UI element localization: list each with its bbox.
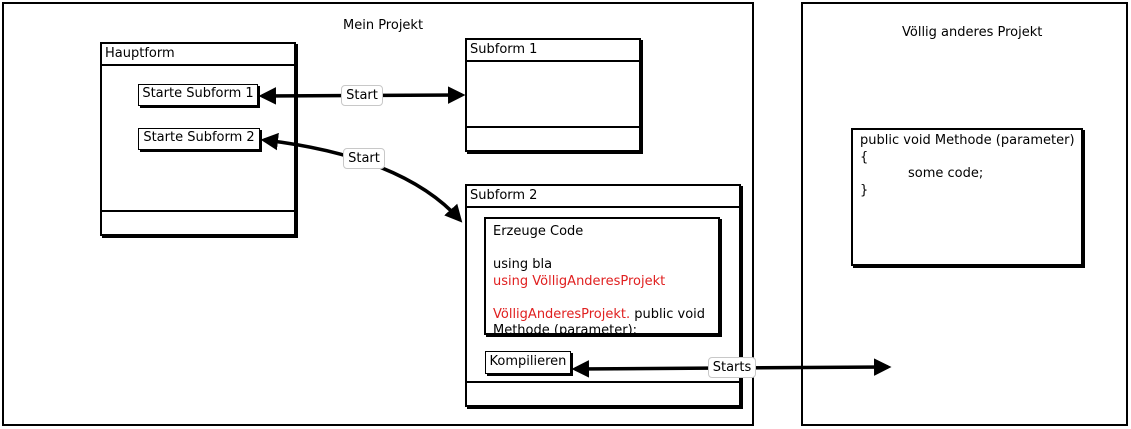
subform-1-window: Subform 1 — [465, 38, 641, 152]
starte-subform-2-button[interactable]: Starte Subform 2 — [138, 128, 260, 150]
hauptform-footer — [102, 210, 294, 234]
subform-1-footer — [467, 126, 639, 150]
code-method-call-rest: public void — [630, 306, 706, 322]
start-label-1: Start — [341, 85, 383, 106]
code-method-args: Methode (parameter); — [493, 323, 638, 338]
close-brace: } — [860, 182, 869, 198]
method-signature: public void Methode (parameter) — [860, 133, 1075, 148]
code-namespace: VölligAnderesProjekt. — [493, 306, 631, 322]
subform-2-footer — [467, 381, 739, 405]
hauptform-title: Hauptform — [102, 44, 294, 66]
method-body: some code; — [908, 166, 984, 181]
open-brace: { — [860, 149, 869, 165]
voellig-anderes-projekt-title: Völlig anderes Projekt — [902, 25, 1043, 40]
start-label-2: Start — [343, 148, 385, 169]
code-method-call: VölligAnderesProjekt. public void — [493, 307, 711, 324]
starts-label: Starts — [708, 357, 756, 378]
mein-projekt-title: Mein Projekt — [343, 18, 424, 33]
code-using-voellig: using VölligAnderesProjekt — [493, 273, 666, 289]
subform-2-title: Subform 2 — [467, 186, 739, 208]
subform-1-title: Subform 1 — [467, 40, 639, 62]
kompilieren-button[interactable]: Kompilieren — [485, 351, 571, 374]
generated-code-box: Erzeuge Code using bla using VölligAnder… — [484, 217, 720, 338]
code-heading: Erzeuge Code — [493, 224, 584, 239]
starte-subform-1-button[interactable]: Starte Subform 1 — [138, 84, 258, 106]
code-using-bla: using bla — [493, 257, 553, 272]
method-code-card: public void Methode (parameter) { some c… — [851, 128, 1083, 266]
